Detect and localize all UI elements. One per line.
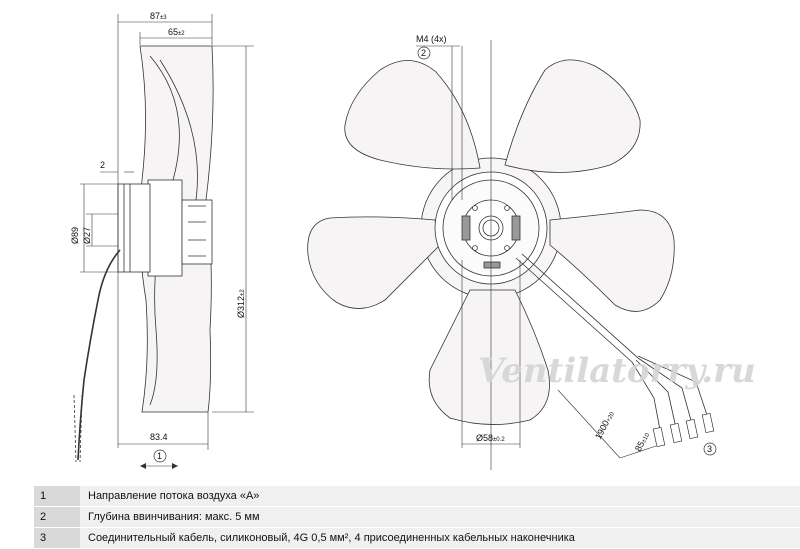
dim-depth-total: 87±3 [150, 11, 167, 21]
legend-table: 1 Направление потока воздуха «A» 2 Глуби… [34, 486, 800, 549]
blade-left [307, 216, 441, 309]
legend-number: 3 [34, 528, 80, 548]
legend-text: Соединительный кабель, силиконовый, 4G 0… [88, 532, 575, 544]
dim-depth-blade: 65±2 [168, 27, 185, 37]
legend-row: 3 Соединительный кабель, силиконовый, 4G… [34, 528, 800, 548]
blade-bottom [428, 289, 550, 425]
blade-top-right [504, 59, 641, 173]
dim-cable-end: 85±10 [633, 430, 652, 453]
dim-flange: 2 [100, 160, 105, 170]
watermark: Ventilatorry.ru [478, 351, 756, 391]
svg-text:3: 3 [707, 444, 712, 454]
legend-row: 2 Глубина ввинчивания: макс. 5 мм [34, 507, 800, 527]
dim-width-83: 83.4 [150, 432, 168, 442]
front-cable [515, 253, 709, 431]
callout-1: 1 [153, 449, 167, 463]
blade-top [344, 60, 481, 170]
side-dimensions [80, 14, 254, 467]
legend-text: Глубина ввинчивания: макс. 5 мм [88, 511, 260, 523]
side-cable [77, 249, 121, 461]
dim-dia-58: Ø58±0.2 [476, 433, 505, 443]
dim-dia-312: Ø312±2 [236, 289, 246, 318]
side-view [73, 45, 214, 463]
dim-thread: M4 (4x) [416, 34, 447, 44]
legend-number: 1 [34, 486, 80, 506]
blade-right [549, 209, 675, 312]
callout-3: 3 [703, 442, 717, 456]
legend-number: 2 [34, 507, 80, 527]
fan-technical-drawing: 87±3 65±2 2 Ø89 Ø27 Ø312±2 83.4 1 [70, 11, 756, 470]
side-motor-body [147, 179, 183, 277]
dim-dia-89: Ø89 [70, 227, 80, 244]
svg-text:1: 1 [157, 451, 162, 461]
svg-text:2: 2 [421, 48, 426, 58]
cable-terminals [652, 412, 715, 448]
legend-row: 1 Направление потока воздуха «A» [34, 486, 800, 506]
legend-text: Направление потока воздуха «A» [88, 490, 260, 502]
dim-dia-27: Ø27 [82, 227, 92, 244]
dim-cable-length: 1900+20 [593, 409, 616, 441]
front-dimensions [416, 40, 657, 470]
callout-2: 2 [417, 46, 431, 60]
